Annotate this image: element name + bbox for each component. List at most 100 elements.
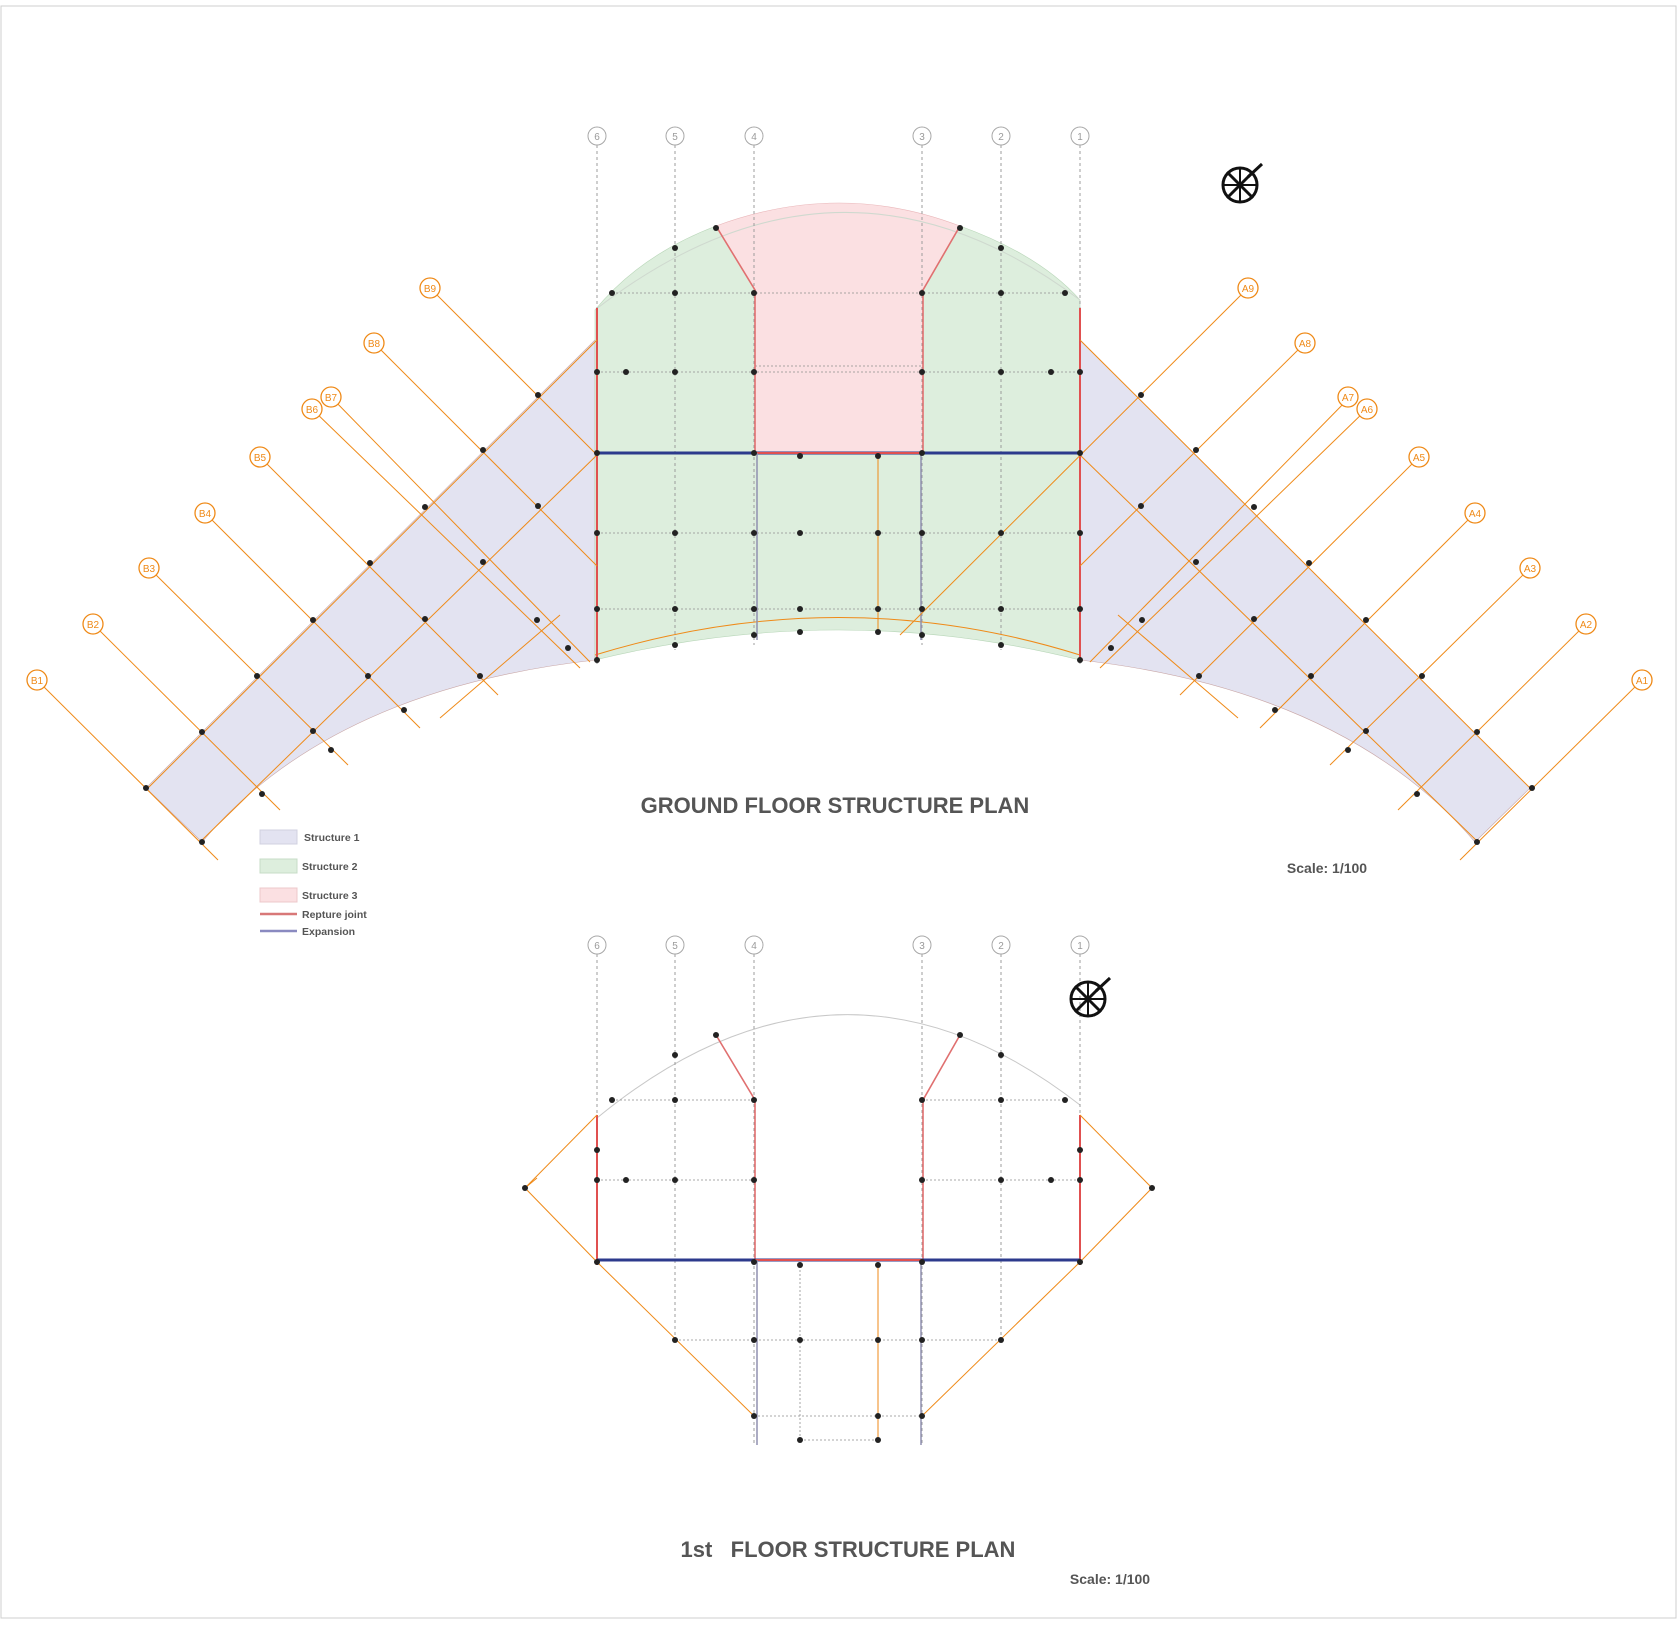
right-wing-axes: [899, 287, 1643, 861]
svg-text:A5: A5: [1413, 453, 1426, 464]
ground-floor-scale: Scale: 1/100: [1287, 860, 1367, 876]
first-axis-bubble-5: 5: [665, 935, 685, 955]
svg-text:A7: A7: [1342, 393, 1355, 404]
axis-bubble-1: 1: [1070, 126, 1090, 146]
svg-text:A2: A2: [1580, 620, 1593, 631]
svg-text:A1: A1: [1636, 676, 1649, 687]
svg-text:4: 4: [751, 941, 757, 952]
svg-text:A6: A6: [1361, 405, 1374, 416]
left-wing-axes: [36, 287, 598, 861]
axis-bubble-5: 5: [665, 126, 685, 146]
axis-bubble-2: 2: [991, 126, 1011, 146]
north-arrow-icon: [1221, 162, 1264, 204]
svg-text:B6: B6: [306, 405, 319, 416]
axis-bubble-a8: A8: [1294, 332, 1316, 354]
svg-text:6: 6: [594, 132, 600, 143]
svg-text:B7: B7: [325, 393, 338, 404]
axis-bubble-b2: B2: [82, 613, 104, 635]
structure-1-left-wing: [145, 339, 596, 843]
axis-bubble-a3: A3: [1519, 557, 1541, 579]
first-axis-bubble-1: 1: [1070, 935, 1090, 955]
axis-bubble-b4: B4: [194, 502, 216, 524]
axis-bubble-a9: A9: [1237, 277, 1259, 299]
first-axis-bubble-2: 2: [991, 935, 1011, 955]
first-nodes: [522, 1032, 1155, 1443]
first-axis-bubble-4: 4: [744, 935, 764, 955]
legend-swatch-structure-1: [259, 829, 298, 845]
top-outline-arc: [594, 212, 1081, 311]
svg-text:B9: B9: [424, 284, 437, 295]
svg-text:5: 5: [672, 132, 678, 143]
vertical-axis-bubbles: 6 5 4 3 2 1: [587, 126, 1090, 146]
axis-bubble-b5: B5: [249, 446, 271, 468]
legend: Structure 1 Structure 2 Structure 3 Rept…: [259, 829, 367, 938]
first-axis-bubble-3: 3: [912, 935, 932, 955]
sheet-border: [0, 5, 1677, 1619]
axis-bubble-a4: A4: [1464, 502, 1486, 524]
svg-text:B2: B2: [87, 620, 100, 631]
svg-text:5: 5: [672, 941, 678, 952]
axis-bubble-a2: A2: [1575, 613, 1597, 635]
svg-text:A9: A9: [1242, 284, 1255, 295]
axis-bubble-a1: A1: [1631, 669, 1653, 691]
svg-text:A8: A8: [1299, 339, 1312, 350]
axis-bubble-6: 6: [587, 126, 607, 146]
axis-bubble-3: 3: [912, 126, 932, 146]
svg-text:3: 3: [919, 941, 925, 952]
first-vertical-axis-bubbles: 6 5 4 3 2 1: [587, 935, 1090, 955]
ground-floor-title: GROUND FLOOR STRUCTURE PLAN: [641, 793, 1030, 818]
structure-1-right-wing: [1079, 339, 1531, 843]
axis-bubble-b6: B6: [301, 398, 323, 420]
legend-label-rupture: Repture joint: [302, 909, 367, 921]
orange-curve-grid: [594, 617, 1081, 656]
axis-bubble-a7: A7: [1337, 386, 1359, 408]
svg-text:2: 2: [998, 132, 1004, 143]
svg-text:A3: A3: [1524, 564, 1537, 575]
first-vertical-grid: [596, 954, 1081, 1445]
first-floor-title: 1st FLOOR STRUCTURE PLAN: [681, 1537, 1016, 1562]
first-top-outline: [596, 1014, 1081, 1119]
axis-bubble-b7: B7: [320, 386, 342, 408]
svg-text:4: 4: [751, 132, 757, 143]
rupture-joint-struct3-right: [922, 225, 961, 453]
legend-label-expansion: Expansion: [302, 926, 355, 938]
axis-bubble-b3: B3: [138, 557, 160, 579]
ground-nodes: [143, 225, 1535, 845]
axis-bubble-a5: A5: [1408, 446, 1430, 468]
north-arrow-icon: [1069, 976, 1112, 1018]
axis-bubble-b9: B9: [419, 277, 441, 299]
axis-bubble-4: 4: [744, 126, 764, 146]
svg-text:B5: B5: [254, 453, 267, 464]
first-orange-lines: [524, 1114, 1153, 1440]
svg-text:1: 1: [1077, 941, 1083, 952]
svg-text:2: 2: [998, 941, 1004, 952]
legend-swatch-structure-3: [259, 887, 298, 903]
first-rupture-inner-left: [715, 1034, 756, 1262]
svg-text:B4: B4: [199, 509, 212, 520]
first-floor-plan: 6 5 4 3 2 1 1st FLOOR STRUCTURE PLAN Sca…: [522, 935, 1155, 1587]
rupture-joint-struct3-left: [715, 225, 756, 453]
legend-label-structure-3: Structure 3: [302, 890, 358, 902]
axis-bubble-b8: B8: [363, 332, 385, 354]
svg-text:1: 1: [1077, 132, 1083, 143]
legend-swatch-structure-2: [259, 858, 298, 874]
right-axis-bubbles: A1 A2 A3 A4 A5 A6 A7 A8 A9: [1237, 277, 1653, 691]
svg-text:B1: B1: [31, 676, 44, 687]
svg-text:6: 6: [594, 941, 600, 952]
axis-bubble-a6: A6: [1356, 398, 1378, 420]
ground-floor-plan: 6 5 4 3 2 1 B1 B2 B3 B4 B5 B6 B7 B8 B9 A…: [26, 126, 1653, 938]
first-floor-scale: Scale: 1/100: [1070, 1571, 1150, 1587]
svg-text:B8: B8: [368, 339, 381, 350]
first-beams: [597, 1099, 1080, 1441]
first-axis-bubble-6: 6: [587, 935, 607, 955]
axis-bubble-b1: B1: [26, 669, 48, 691]
left-axis-bubbles: B1 B2 B3 B4 B5 B6 B7 B8 B9: [26, 277, 441, 691]
svg-text:3: 3: [919, 132, 925, 143]
legend-label-structure-2: Structure 2: [302, 861, 358, 873]
first-rupture-inner-right: [922, 1034, 961, 1262]
svg-text:A4: A4: [1469, 509, 1482, 520]
legend-label-structure-1: Structure 1: [304, 832, 360, 844]
svg-text:B3: B3: [143, 564, 156, 575]
